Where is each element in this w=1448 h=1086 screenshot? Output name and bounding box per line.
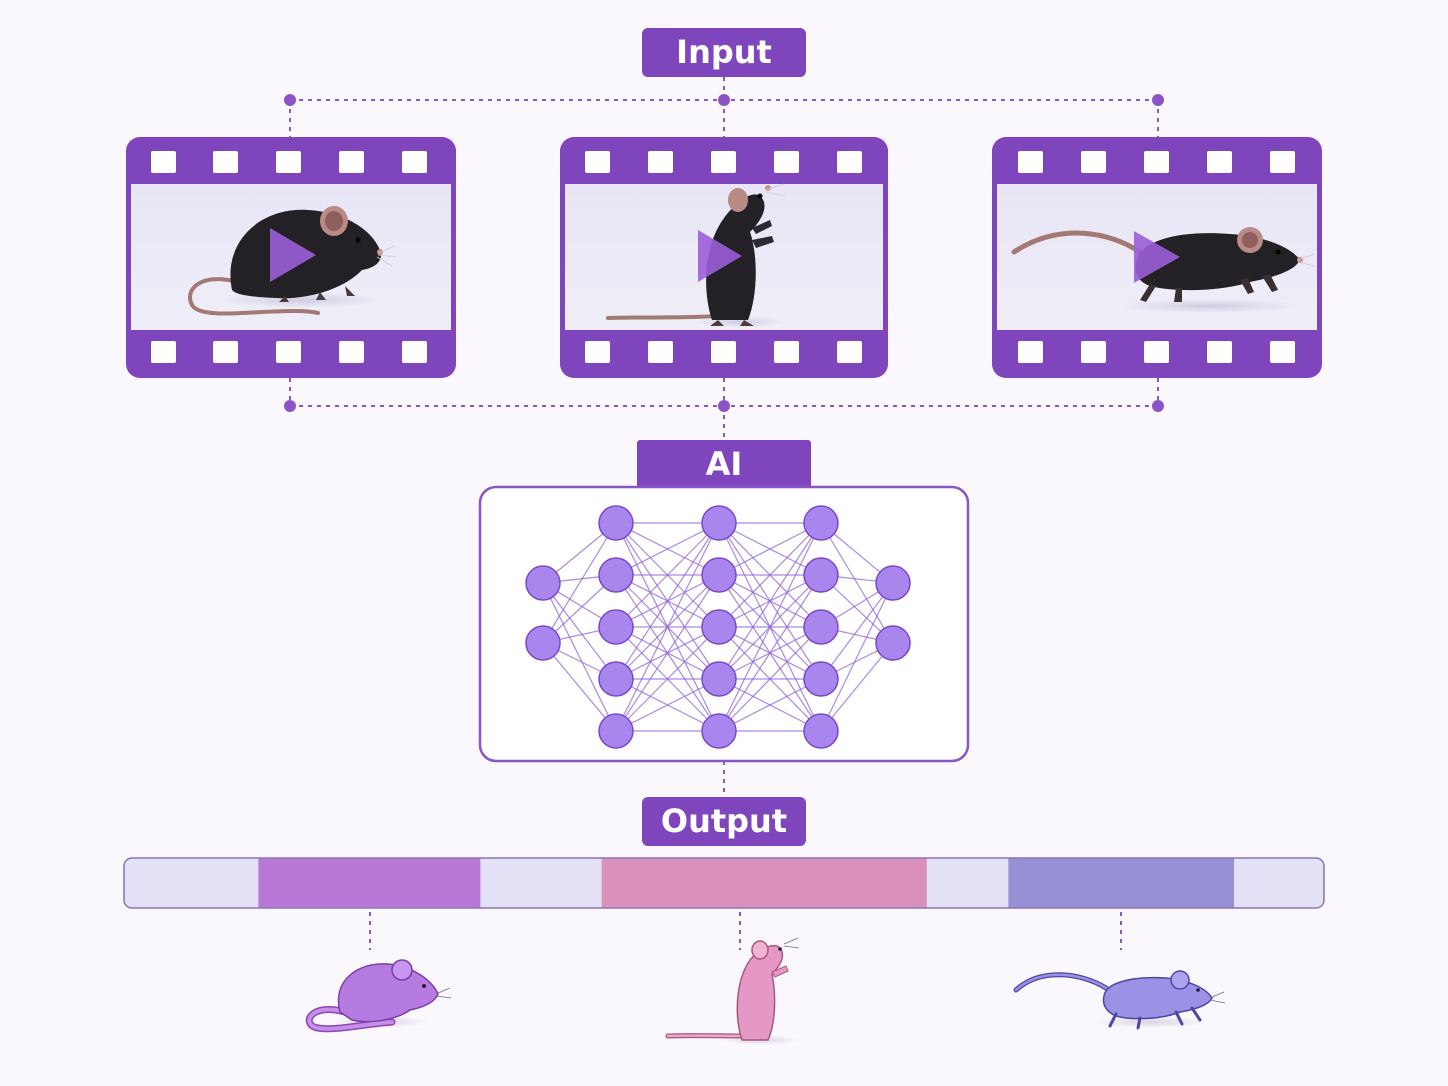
- mouse-walking-photo: [1011, 227, 1316, 313]
- network-node-layer-4: [803, 505, 839, 541]
- network-node-layer-1: [525, 565, 561, 601]
- video-clip-2[interactable]: [560, 137, 888, 378]
- network-node-layer-1: [525, 625, 561, 661]
- network-node-layer-4: [803, 661, 839, 697]
- connector-dots-bottom: [284, 400, 1164, 412]
- play-icon[interactable]: [698, 230, 742, 282]
- play-icon[interactable]: [270, 228, 316, 282]
- network-edge: [615, 522, 720, 576]
- network-edge: [718, 522, 822, 628]
- network-edge: [718, 574, 822, 732]
- network-node-layer-2: [598, 661, 634, 697]
- network-edge: [615, 678, 720, 732]
- film-perforations: [151, 151, 427, 363]
- network-node-layer-4: [803, 713, 839, 749]
- timeline-segment-7: [1234, 858, 1324, 908]
- ai-tag: AI: [637, 440, 811, 488]
- network-edge: [820, 582, 894, 732]
- video-clip-3[interactable]: [992, 137, 1322, 378]
- video-clip-1[interactable]: [126, 137, 456, 378]
- timeline-segment-1: [124, 858, 259, 908]
- network-node-layer-2: [598, 713, 634, 749]
- film-perforations: [1018, 151, 1295, 363]
- network-edge: [542, 582, 617, 732]
- film-perforations: [585, 151, 862, 363]
- network-node-layer-3: [701, 609, 737, 645]
- network-node-layer-5: [875, 565, 911, 601]
- network-edge: [718, 626, 822, 732]
- network-edge: [718, 522, 822, 732]
- network-node-layer-3: [701, 505, 737, 541]
- network-edge: [615, 522, 720, 628]
- output-label: Output: [661, 802, 787, 840]
- output-tag: Output: [642, 797, 806, 846]
- network-edge: [820, 642, 894, 732]
- output-mouse-walking: [1013, 970, 1226, 1030]
- behavior-timeline: [124, 858, 1324, 908]
- network-node-layer-3: [701, 661, 737, 697]
- input-connector-top: [289, 77, 1159, 137]
- network-node-layer-4: [803, 557, 839, 593]
- network-edge: [820, 582, 894, 680]
- network-node-layer-3: [701, 713, 737, 749]
- play-icon[interactable]: [1134, 231, 1180, 283]
- timeline-outline: [123, 857, 1325, 909]
- network-edge: [542, 522, 617, 644]
- timeline-segment-5: [926, 858, 1009, 908]
- network-edge: [718, 522, 822, 576]
- output-mouse-rearing: [665, 937, 800, 1045]
- network-node-layer-2: [598, 505, 634, 541]
- network-node-layer-3: [701, 557, 737, 593]
- output-mouse-crouching: [305, 959, 452, 1033]
- timeline-segment-6: [1008, 858, 1235, 908]
- network-edge: [542, 582, 617, 680]
- network-node-layer-4: [803, 609, 839, 645]
- network-node-layer-2: [598, 609, 634, 645]
- timeline-segment-4: [601, 858, 928, 908]
- timeline-segment-3: [480, 858, 603, 908]
- connector-dots-top: [284, 94, 1164, 106]
- network-edge: [542, 642, 617, 732]
- input-label: Input: [676, 33, 772, 71]
- network-node-layer-5: [875, 625, 911, 661]
- ai-label: AI: [706, 445, 743, 483]
- network-edge: [615, 626, 720, 732]
- network-nodes: [525, 505, 911, 749]
- input-tag: Input: [642, 28, 806, 77]
- network-edge: [820, 522, 894, 644]
- timeline-segment-2: [258, 858, 481, 908]
- network-edge: [718, 678, 822, 732]
- network-edge: [615, 574, 720, 732]
- network-edge: [615, 522, 720, 680]
- output-connectors: [369, 912, 1122, 950]
- network-edge: [718, 522, 822, 680]
- network-edge: [615, 522, 720, 732]
- network-node-layer-2: [598, 557, 634, 593]
